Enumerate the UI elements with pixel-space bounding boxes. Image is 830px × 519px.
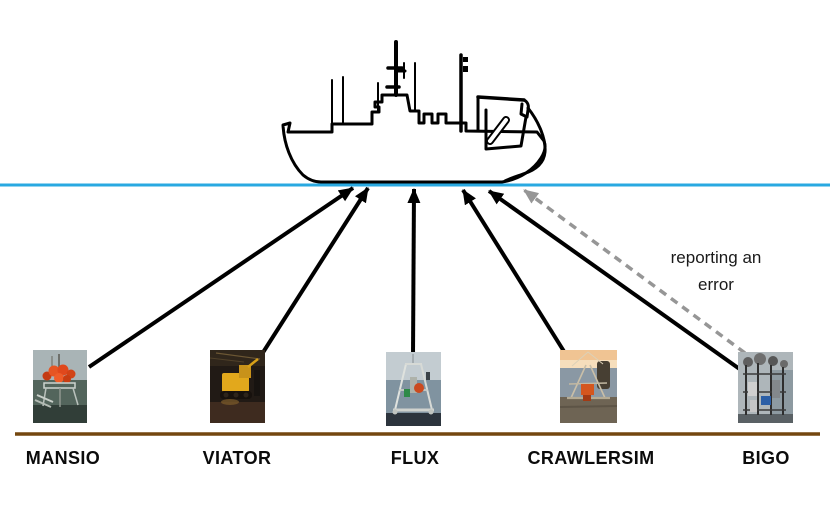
arrow-crawlersim-to-ship (461, 188, 567, 355)
arrow-bigo-to-ship (487, 189, 743, 372)
arrow-flux-to-ship (407, 188, 421, 356)
arrow-viator-to-ship (260, 186, 370, 356)
error-annotation: reporting an error (670, 248, 762, 294)
communication-arrows (87, 186, 743, 372)
bigo-photo (738, 352, 793, 423)
arrow-error-report (522, 188, 747, 355)
label-viator: VIATOR (202, 448, 272, 468)
ship-icon (281, 40, 547, 184)
flux-photo (386, 352, 441, 426)
crawlersim-photo (560, 350, 617, 423)
arrow-mansio-to-ship (87, 186, 355, 369)
mansio-photo (33, 350, 87, 423)
viator-photo (210, 350, 265, 423)
label-flux: FLUX (390, 448, 440, 468)
label-mansio: MANSIO (25, 448, 101, 468)
label-bigo: BIGO (742, 448, 790, 468)
label-crawlersim: CRAWLERSIM (527, 448, 655, 468)
